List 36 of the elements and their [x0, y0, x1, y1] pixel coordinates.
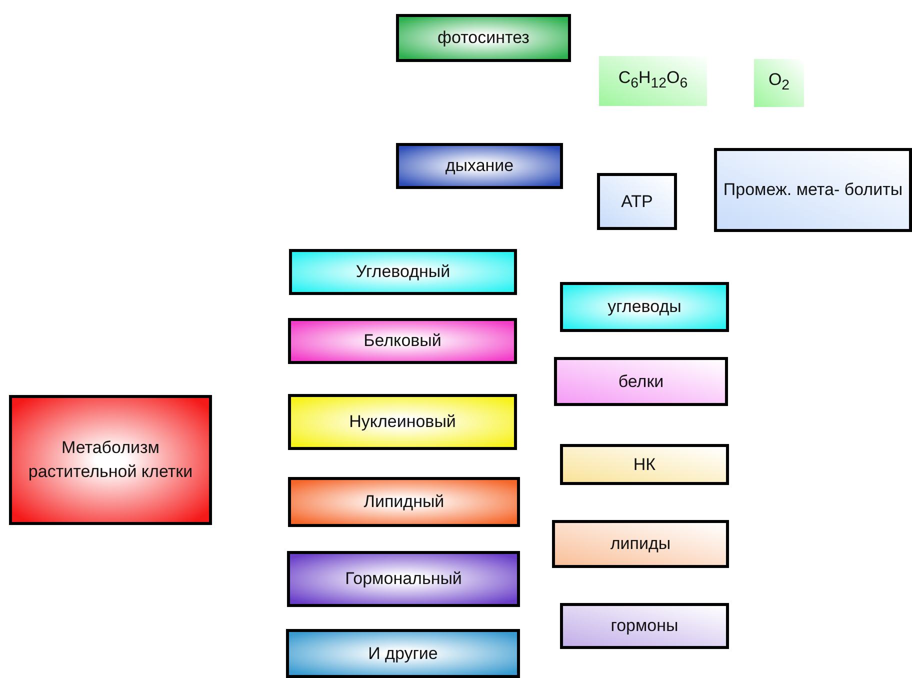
box-label: липиды	[609, 533, 672, 555]
label-box	[286, 629, 520, 678]
label-box	[560, 282, 729, 332]
box-label: O$_{2}$	[767, 69, 791, 96]
label-box	[288, 477, 520, 527]
box-label: Нуклеиновый	[348, 411, 457, 433]
label-box	[287, 551, 520, 607]
box-label: Углеводный	[354, 261, 452, 283]
label-box	[597, 173, 677, 230]
box-label: C$_{6}$H$_{12}$O$_{6}$	[617, 67, 689, 94]
label-box	[289, 249, 517, 295]
label-box	[714, 148, 912, 232]
box-label: углеводы	[606, 296, 682, 318]
label-box	[554, 357, 728, 406]
label-box	[754, 59, 804, 107]
label-box	[288, 394, 517, 450]
box-label: И другие	[367, 642, 439, 664]
label-box	[396, 143, 563, 189]
box-label: НК	[632, 454, 657, 476]
box-label: Белковый	[362, 330, 442, 352]
box-label: гормоны	[610, 615, 680, 637]
box-label: АТР	[620, 190, 654, 212]
box-label: Липидный	[362, 491, 446, 513]
label-box	[288, 318, 517, 364]
box-label: Гормональный	[344, 568, 463, 590]
label-box	[552, 520, 729, 568]
label-box	[599, 56, 707, 106]
box-label: Метаболизм растительной клетки	[27, 437, 194, 483]
label-box	[396, 14, 571, 62]
box-label: фотосинтез	[436, 27, 530, 49]
label-box	[560, 603, 729, 649]
box-label: дыхание	[444, 155, 515, 177]
label-box	[9, 395, 212, 525]
box-label: белки	[617, 370, 665, 392]
box-label: Промеж. мета- болиты	[722, 179, 904, 201]
label-box	[560, 444, 729, 485]
